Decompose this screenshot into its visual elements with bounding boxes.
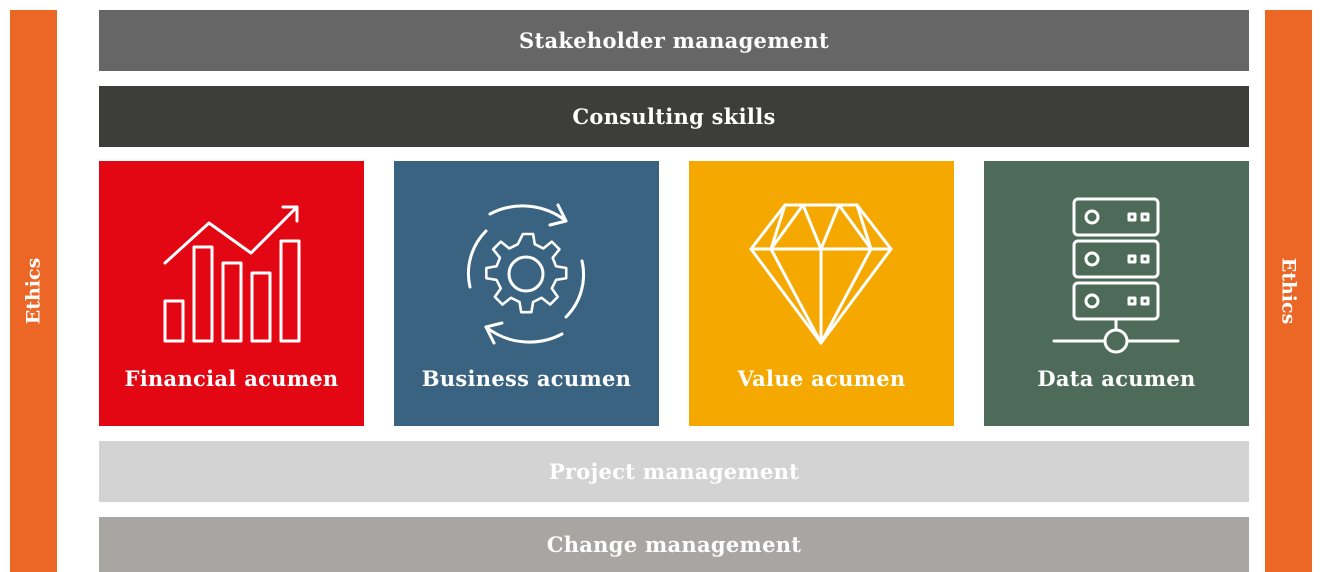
change-management-bar: Change management (99, 517, 1249, 572)
diamond-icon (749, 203, 893, 345)
consulting-skills-bar: Consulting skills (99, 86, 1249, 147)
ethics-left-bar: Ethics (10, 10, 57, 572)
data-acumen-tile: Data acumen (984, 161, 1249, 426)
stakeholder-management-bar: Stakeholder management (99, 10, 1249, 71)
gear-cycle-icon (466, 203, 586, 345)
ethics-right-bar: Ethics (1265, 10, 1312, 572)
server-stack-icon (1052, 197, 1180, 354)
change-management-label: Change management (546, 532, 802, 557)
financial-acumen-label: Financial acumen (124, 366, 339, 391)
stakeholder-management-label: Stakeholder management (519, 28, 829, 53)
project-management-label: Project management (548, 459, 800, 484)
consulting-skills-label: Consulting skills (572, 104, 776, 129)
ethics-right-label: Ethics (1277, 257, 1300, 325)
financial-acumen-tile: Financial acumen (99, 161, 364, 426)
bar-chart-trend-icon (163, 205, 301, 343)
business-acumen-label: Business acumen (421, 366, 632, 391)
value-acumen-label: Value acumen (737, 366, 906, 391)
project-management-bar: Project management (99, 441, 1249, 502)
ethics-left-label: Ethics (22, 257, 45, 325)
business-acumen-tile: Business acumen (394, 161, 659, 426)
value-acumen-tile: Value acumen (689, 161, 954, 426)
data-acumen-label: Data acumen (1037, 366, 1196, 391)
